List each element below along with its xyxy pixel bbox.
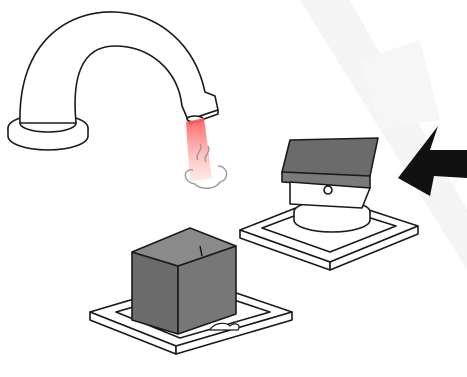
faucet-spout-icon (7, 11, 219, 151)
cold-water-handle-icon (89, 227, 293, 355)
watermark-shape (300, 0, 467, 270)
direction-arrow-icon (398, 126, 467, 196)
hot-water-stream-icon (186, 118, 212, 182)
steam-icon (184, 143, 228, 189)
hot-water-handle-icon (239, 137, 419, 271)
